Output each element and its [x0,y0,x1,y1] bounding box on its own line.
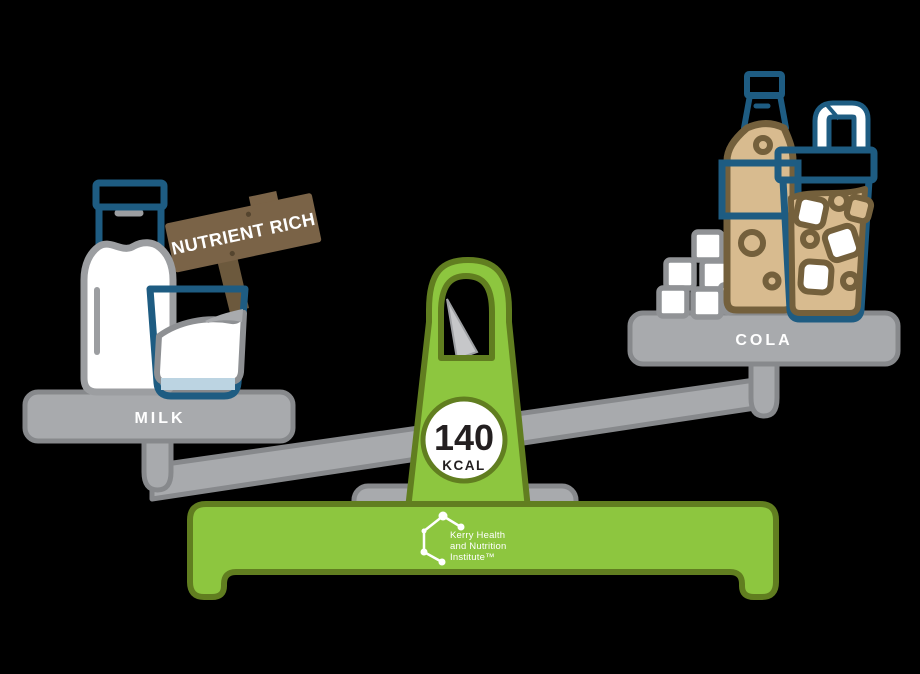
scale-needle-icon [446,298,479,361]
cola-bubble [840,271,860,291]
bottle-cap [92,179,168,211]
cola-bubble [753,135,773,155]
ice-cube [792,193,830,231]
straw-icon [812,100,871,152]
milk-swirl-shadow [205,309,243,323]
sugar-cube [691,229,725,263]
glass-base [161,378,235,390]
sugar-cube [690,286,724,320]
scale-base [187,501,779,600]
milk-bottle-icon [80,179,177,396]
iced-drink-cup-icon [774,100,878,323]
molecule-logo-icon [420,511,465,566]
milk-platform: MILK [22,389,296,444]
cola-label [718,159,802,220]
cola-platform: COLA [627,310,901,367]
milk-glass-icon [146,285,249,400]
cup-body [779,176,873,323]
kcal-unit: KCAL [442,458,486,473]
glass-outline [146,285,249,400]
sign-nail-bottom [229,250,235,257]
cola-pan-stem [748,360,780,419]
sign-board [165,193,322,273]
kcal-circle: 140 KCAL [420,396,508,484]
cola-bubble [762,271,782,291]
wooden-sign-icon: NUTRIENT RICH [165,190,322,313]
brand-line-1: Kerry Health [450,530,505,541]
sugar-cube [656,285,690,319]
ice-cube [821,222,863,264]
sugar-cube [663,257,697,291]
milk-pan-stem [141,436,174,493]
brand-line-2: and Nutrition [450,541,506,552]
cola-bubble [738,229,766,257]
milk-platform-label: MILK [134,410,185,427]
cola-bubble [800,229,820,249]
sign-nail-top [245,211,252,217]
brand-logo: Kerry Health and Nutrition Institute™ [420,511,506,566]
kcal-value: 140 [434,417,494,458]
cola-platform-label: COLA [735,332,792,349]
ice-cube-tan [843,193,875,225]
cola-cap [744,71,785,99]
ice-cube [797,258,835,296]
sign-post [216,252,249,313]
brand-line-3: Institute™ [450,552,495,563]
